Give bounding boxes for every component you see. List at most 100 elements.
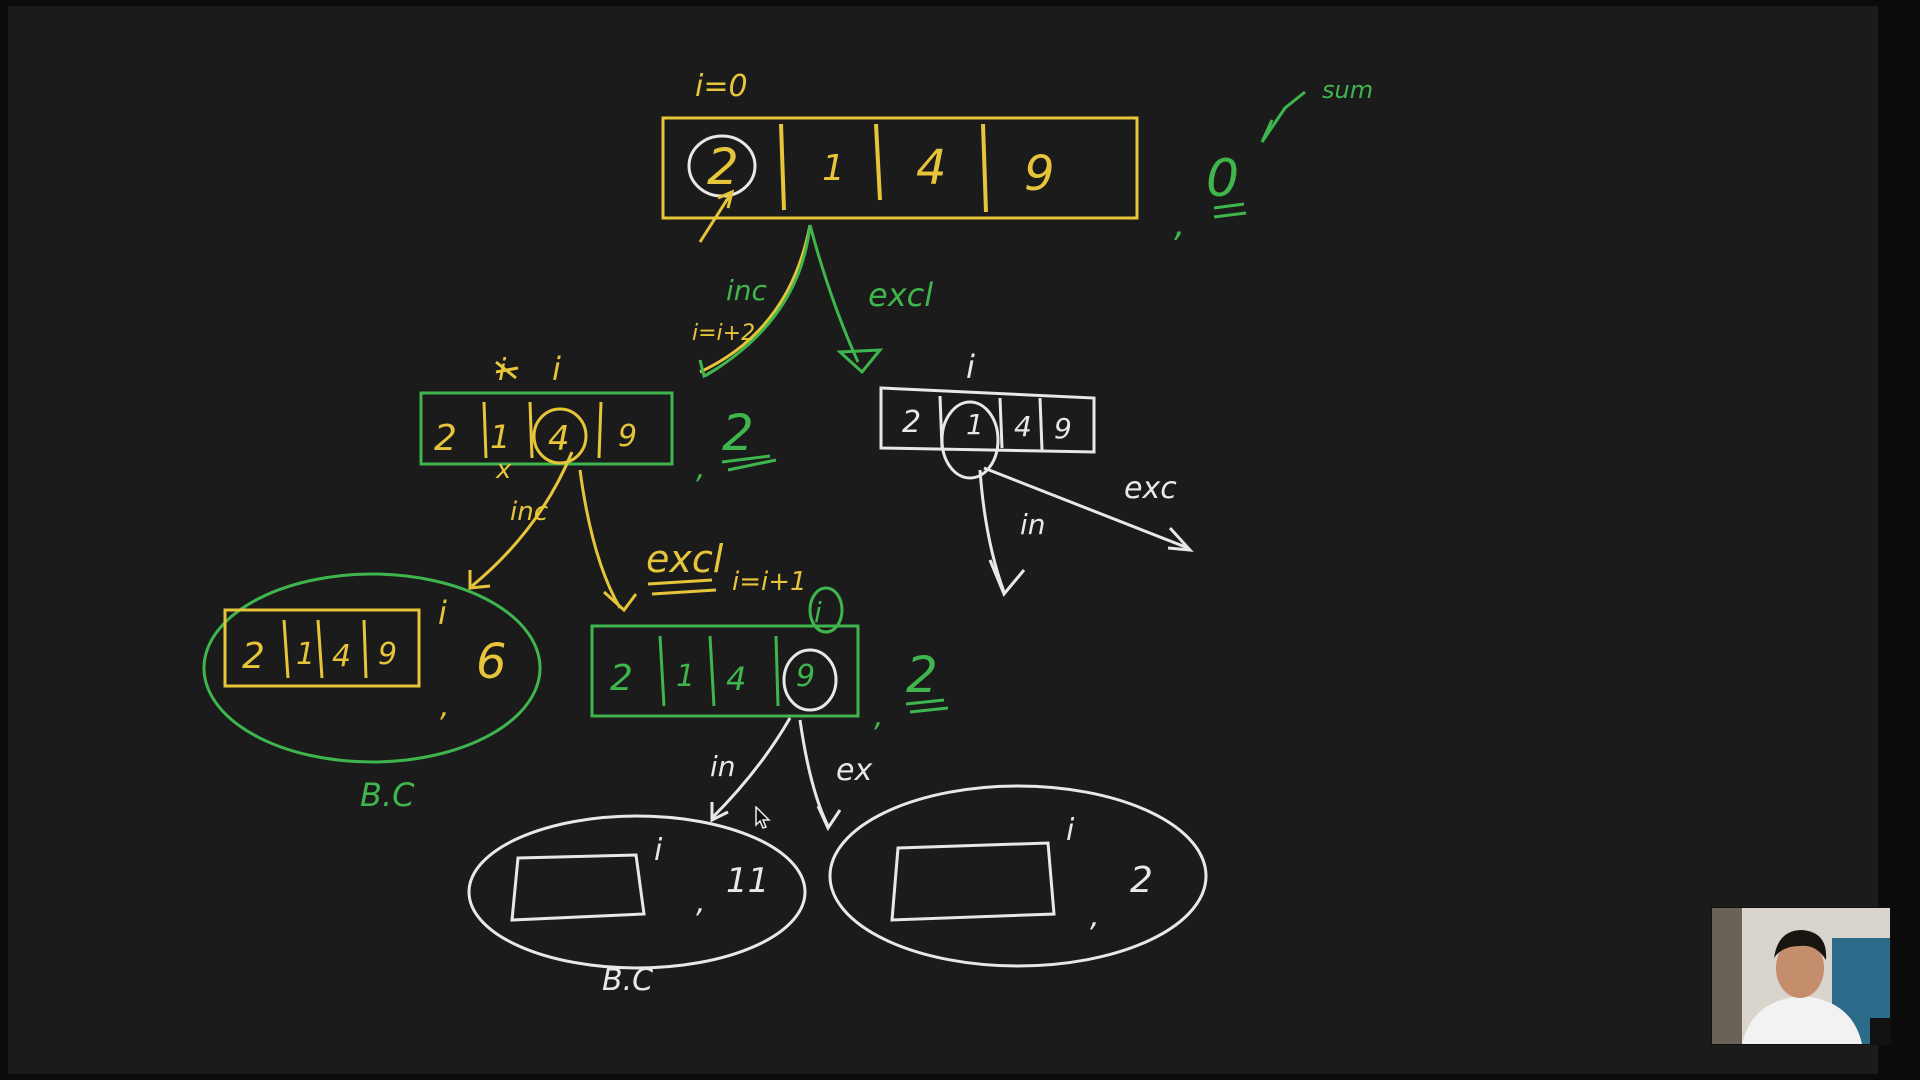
- root-cell: 1: [822, 148, 845, 189]
- root-index-label: i=0: [695, 69, 748, 104]
- presenter-video-icon: [1712, 908, 1890, 1044]
- right-cell: 9: [1054, 412, 1072, 445]
- ll-separator: ,: [440, 689, 450, 724]
- left-index-label: i: [552, 350, 561, 388]
- branch-label: inc: [726, 274, 768, 307]
- branch-label: excl: [868, 276, 933, 314]
- root-branches: inc i=i+2 excl: [692, 224, 933, 379]
- root-cell: 2: [707, 138, 739, 196]
- current-element-circle: [532, 407, 588, 465]
- node-br: i , 2: [828, 784, 1208, 968]
- root-cell: 4: [916, 140, 947, 196]
- arrow-head: [602, 590, 638, 613]
- arrow-head: [698, 359, 719, 379]
- base-case-label: B.C: [360, 776, 415, 814]
- node-ll: 2 1 4 9 i , 6 B.C: [202, 572, 542, 814]
- ll-cell: 1: [296, 637, 315, 672]
- exclude-edge: [808, 224, 860, 363]
- root-node: i=0 2 1 4 9 , 0 sum: [661, 69, 1373, 245]
- cell-divider: [981, 123, 988, 213]
- index-circle: [808, 586, 844, 634]
- cell-divider: [282, 619, 290, 679]
- whiteboard-canvas[interactable]: [8, 6, 1878, 1074]
- arrow-head: [1167, 526, 1194, 552]
- bl-sum: 11: [726, 861, 769, 901]
- branch-label: exc: [1124, 471, 1177, 506]
- arrow-head: [710, 802, 729, 823]
- root-cell: 9: [1024, 146, 1055, 202]
- branch-label: in: [1020, 508, 1046, 541]
- base-case-enclosure: [828, 784, 1208, 968]
- node-lr: i 2 1 4 9 , 2 in ex: [590, 586, 949, 832]
- include-edge: [699, 224, 812, 374]
- exclude-edge: [798, 719, 830, 827]
- right-array-box: [879, 386, 1096, 454]
- root-array-box: [661, 116, 1139, 220]
- left-array-box: [419, 391, 674, 466]
- br-sum: 2: [1130, 860, 1153, 901]
- arrow-head: [816, 805, 842, 832]
- underline: [1213, 202, 1245, 210]
- branch-label: in: [710, 750, 736, 783]
- cell-divider: [874, 123, 882, 201]
- lr-array-box: [590, 624, 860, 718]
- lr-cell: 1: [676, 659, 695, 694]
- ll-cell: 9: [378, 637, 397, 672]
- cell-divider: [597, 401, 603, 459]
- base-case-enclosure: [202, 572, 542, 764]
- current-element-circle: [782, 648, 838, 712]
- note-pointer: [1260, 90, 1306, 143]
- cell-divider: [774, 635, 780, 707]
- ll-sum: 6: [476, 634, 507, 690]
- cell-divider: [658, 635, 666, 707]
- root-sum: 0: [1206, 149, 1239, 209]
- left-cell: 2: [434, 418, 457, 459]
- br-index-label: i: [1066, 813, 1075, 848]
- ll-array-box: [223, 608, 421, 688]
- lr-cell: 4: [726, 660, 746, 698]
- webcam-overlay: [1711, 907, 1891, 1045]
- right-node: i 2 1 4 9 in exc: [879, 348, 1194, 597]
- include-edge: [710, 717, 792, 820]
- arrow-head: [988, 559, 1026, 597]
- empty-array-box: [890, 841, 1056, 922]
- underline: [721, 454, 777, 472]
- branch-label: i=i+1: [732, 567, 807, 597]
- root-separator: ,: [1174, 204, 1185, 245]
- include-edge: [978, 469, 1006, 593]
- left-node-branches: inc excl i=i+1: [468, 451, 807, 613]
- cell-divider: [998, 397, 1004, 449]
- empty-array-box: [510, 853, 646, 922]
- base-case-label: B.C: [602, 963, 653, 998]
- bl-index-label: i: [654, 833, 663, 868]
- left-node: i i 2 1 4 9 x , 2: [419, 350, 777, 486]
- underline: [905, 698, 949, 714]
- cross-mark: x: [495, 455, 512, 485]
- bl-separator: ,: [696, 885, 706, 920]
- underline: [647, 578, 717, 596]
- cell-divider: [316, 619, 324, 679]
- lr-separator: ,: [874, 699, 884, 734]
- ll-index-label: i: [438, 594, 447, 632]
- right-cell: 2: [902, 405, 921, 440]
- arrow-head: [717, 189, 735, 209]
- lr-index-label: i: [814, 596, 822, 629]
- left-separator: ,: [696, 451, 706, 486]
- left-cell: 1: [490, 418, 510, 456]
- include-edge: [471, 451, 574, 588]
- branch-label: excl: [646, 537, 724, 581]
- cell-divider: [482, 401, 488, 459]
- note-pointer: [1260, 119, 1274, 143]
- br-separator: ,: [1090, 899, 1100, 934]
- right-cell: 1: [966, 408, 984, 441]
- arrow-head: [836, 348, 884, 375]
- left-sum: 2: [722, 404, 754, 462]
- lr-cell: 9: [796, 659, 815, 694]
- lr-cell: 2: [610, 658, 633, 699]
- cell-divider: [779, 123, 786, 211]
- branch-label: ex: [836, 753, 872, 788]
- cell-divider: [708, 635, 716, 707]
- right-index-label: i: [966, 348, 975, 386]
